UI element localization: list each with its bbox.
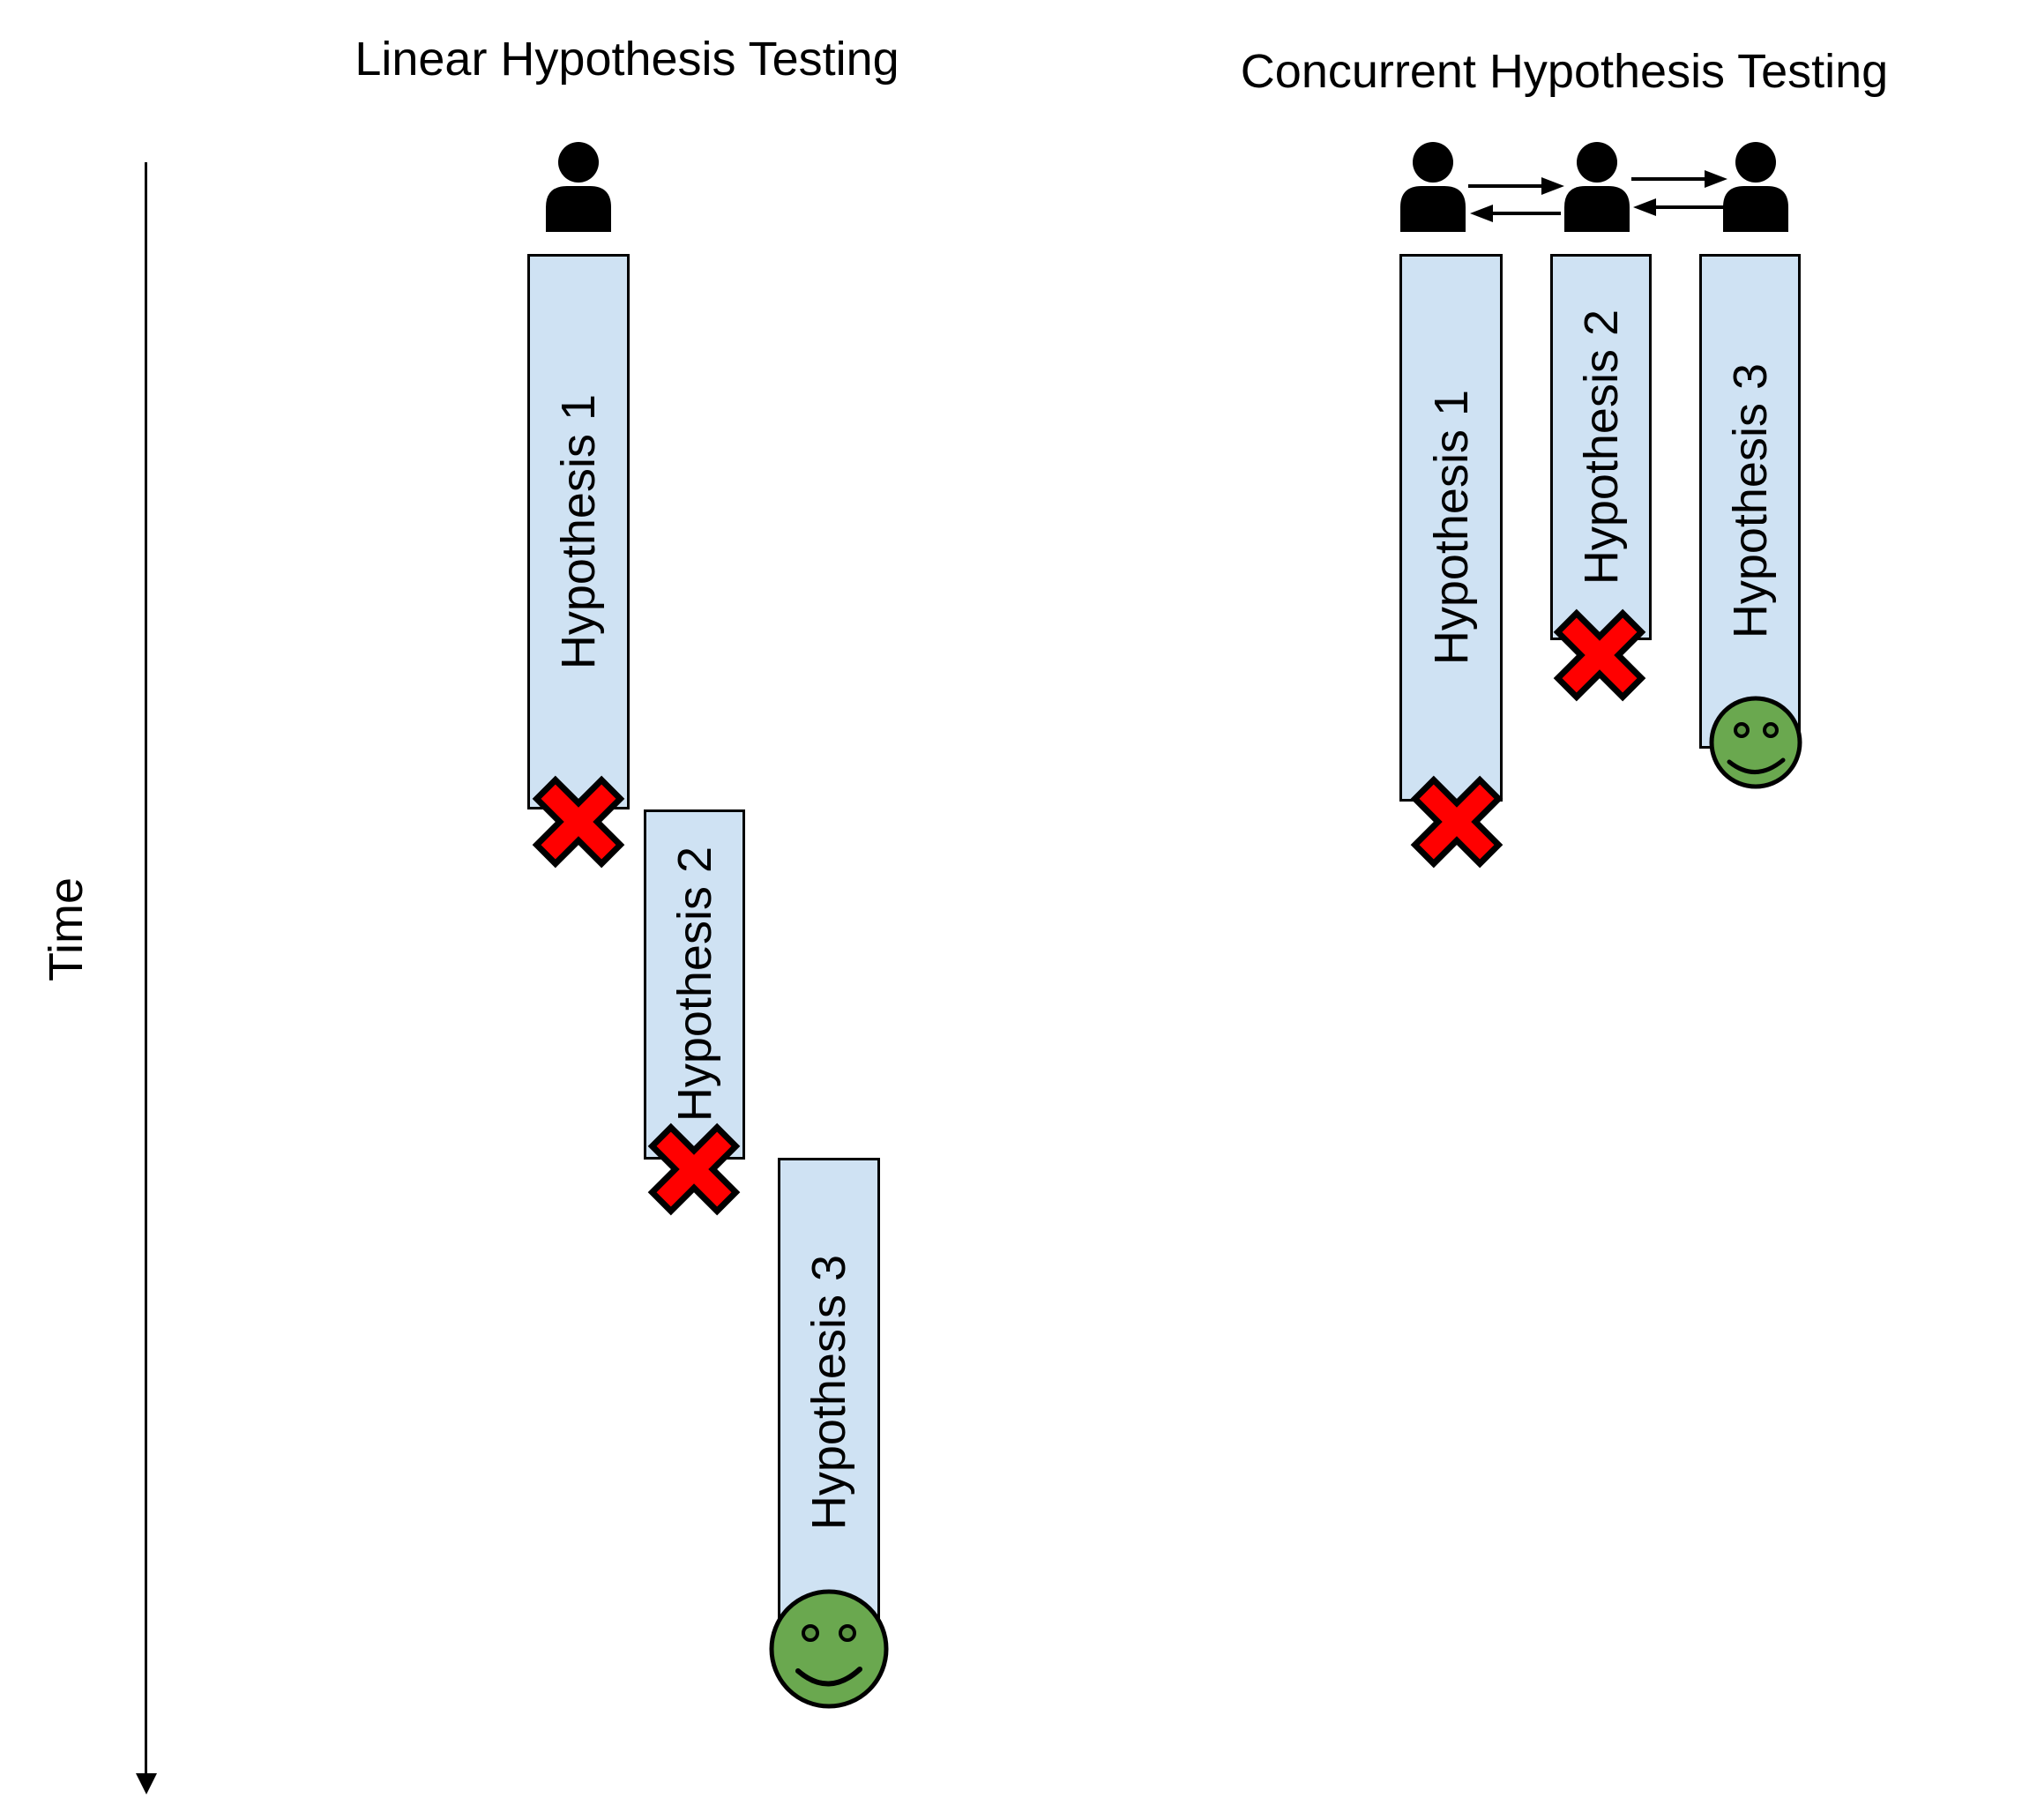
hypothesis-bar-left-3: Hypothesis 3 (778, 1158, 880, 1627)
hypothesis-bar-right-1: Hypothesis 1 (1399, 254, 1503, 802)
person-icon (1564, 142, 1630, 232)
hypothesis-bar-label: Hypothesis 3 (802, 1254, 855, 1531)
red-x-icon (1553, 608, 1646, 702)
time-axis-line (145, 162, 147, 1775)
hypothesis-bar-left-2: Hypothesis 2 (644, 809, 745, 1160)
red-x-icon (1410, 775, 1504, 869)
person-icon (1723, 142, 1788, 232)
hypothesis-bar-right-2: Hypothesis 2 (1550, 254, 1652, 640)
person-icon (546, 142, 611, 232)
green-smiley-icon (769, 1589, 889, 1709)
left-panel-title: Linear Hypothesis Testing (354, 33, 899, 86)
red-x-icon (647, 1123, 741, 1216)
red-x-icon (532, 775, 625, 869)
hypothesis-bar-label: Hypothesis 1 (552, 393, 605, 670)
hypothesis-bar-label: Hypothesis 3 (1723, 363, 1777, 639)
hypothesis-bar-label: Hypothesis 2 (1574, 309, 1628, 586)
hypothesis-bar-label: Hypothesis 1 (1424, 390, 1478, 666)
person-icon (1400, 142, 1466, 232)
time-axis-label-text: Time (40, 877, 93, 981)
hypothesis-bar-left-1: Hypothesis 1 (527, 254, 630, 809)
time-axis-label: Time (18, 876, 115, 982)
green-smiley-icon (1709, 696, 1802, 789)
hypothesis-bar-label: Hypothesis 2 (668, 847, 721, 1123)
hypothesis-bar-right-3: Hypothesis 3 (1699, 254, 1801, 749)
right-panel-title: Concurrent Hypothesis Testing (1240, 45, 1889, 98)
time-axis-arrowhead-icon (136, 1773, 157, 1794)
left-right-arrow-icons (1468, 170, 1727, 222)
